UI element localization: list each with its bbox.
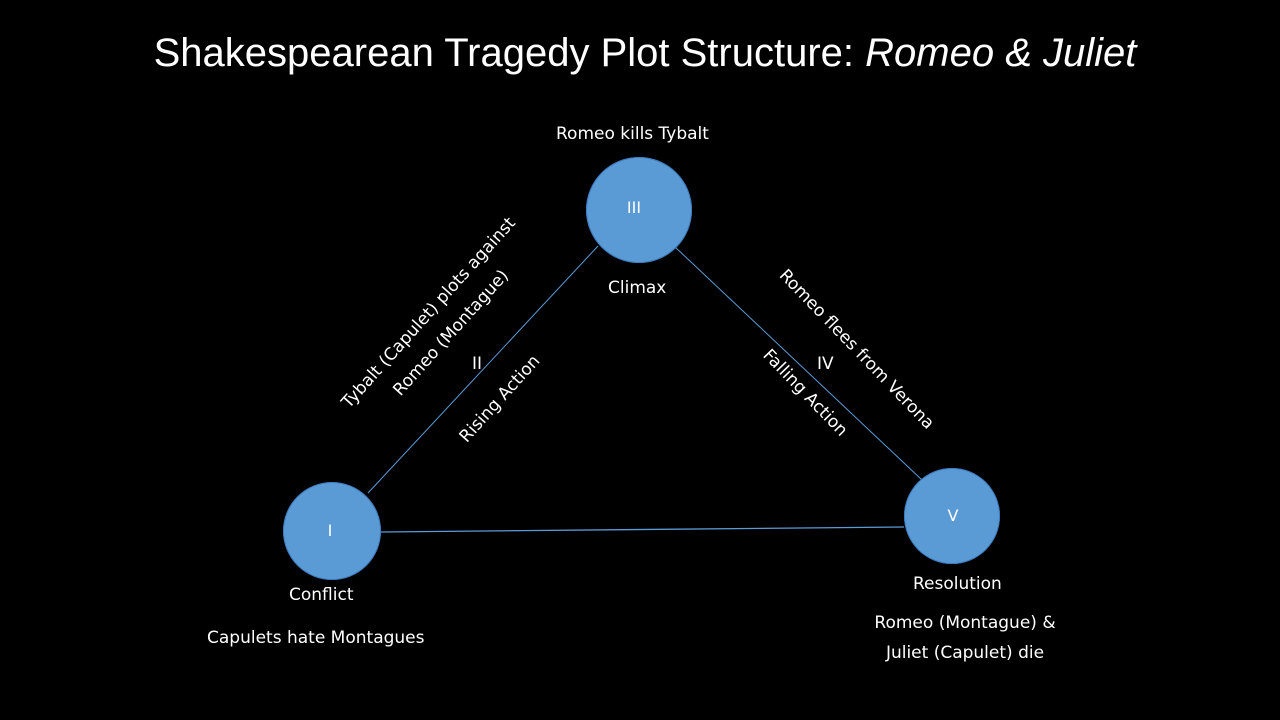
line-act1-act5 xyxy=(378,526,905,533)
act4-numeral: IV xyxy=(817,354,834,374)
line-act3-act5 xyxy=(673,245,923,481)
node-act5-label: V xyxy=(947,505,959,525)
title-plain: Shakespearean Tragedy Plot Structure: xyxy=(153,31,866,75)
title-italic: Romeo & Juliet xyxy=(865,31,1137,75)
node-act1: I xyxy=(283,482,381,580)
resolution-detail-line2: Juliet (Capulet) die xyxy=(885,643,1045,663)
act2-numeral: II xyxy=(472,354,483,374)
conflict-detail: Capulets hate Montagues xyxy=(207,628,425,648)
line-act1-act3 xyxy=(367,245,599,494)
node-act5: V xyxy=(904,468,1000,564)
node-act3: III xyxy=(586,157,692,263)
slide-title: Shakespearean Tragedy Plot Structure: Ro… xyxy=(140,30,1150,76)
climax-label: Climax xyxy=(608,278,667,298)
resolution-detail-line1: Romeo (Montague) & xyxy=(874,613,1056,633)
resolution-label: Resolution xyxy=(913,574,1002,594)
conflict-label: Conflict xyxy=(289,585,354,605)
node-act3-label: III xyxy=(626,197,642,217)
climax-detail: Romeo kills Tybalt xyxy=(556,124,709,144)
resolution-detail: Romeo (Montague) & Juliet (Capulet) die xyxy=(850,608,1080,668)
node-act1-label: I xyxy=(327,520,333,540)
